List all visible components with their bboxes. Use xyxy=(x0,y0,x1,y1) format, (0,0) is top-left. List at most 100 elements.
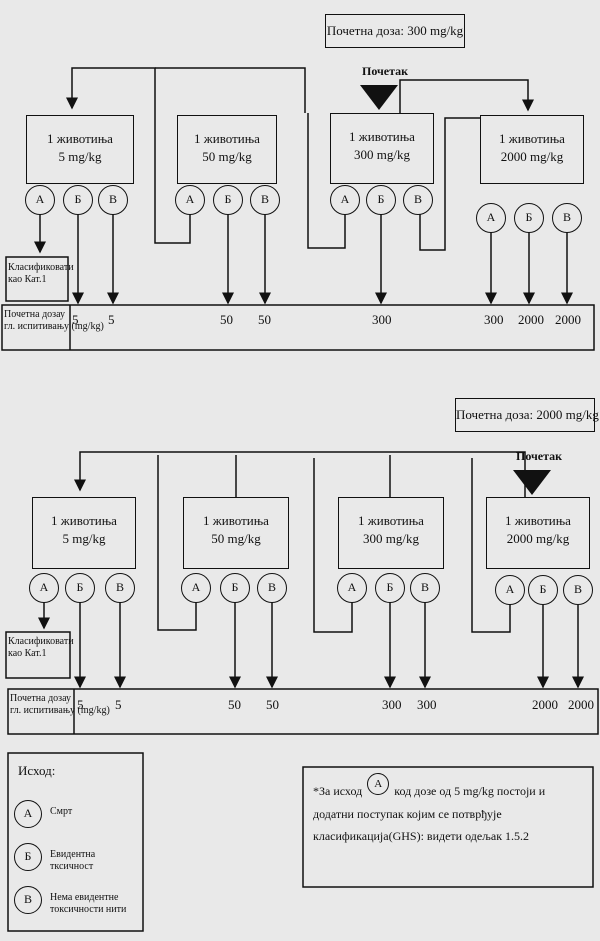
outcome-circle: Б xyxy=(366,185,396,215)
dose-value: 50 xyxy=(258,312,271,327)
animal-dose: 300 mg/kg xyxy=(354,147,410,162)
dose-value: 5 xyxy=(72,312,79,327)
dose-row-label-line: гл. испитивању (mg/kg) xyxy=(4,321,104,332)
top-start-label: Почетак xyxy=(362,64,409,78)
legend-title: Исход: xyxy=(18,763,56,778)
outcome-circle: А xyxy=(476,203,506,233)
outcome-circle: Б xyxy=(375,573,405,603)
note-prefix: *За исход xyxy=(313,784,363,798)
note-box xyxy=(302,766,594,888)
outcome-circle: Б xyxy=(528,575,558,605)
bottom-animal-box-2000: 1 животиња 2000 mg/kg xyxy=(486,497,590,569)
outcome-circle: Б xyxy=(65,573,95,603)
legend-item-text: Смрт xyxy=(50,806,73,817)
outcome-circle: В xyxy=(403,185,433,215)
animal-dose: 300 mg/kg xyxy=(363,531,419,546)
classify-line: као Кат.1 xyxy=(8,648,47,659)
outcome-circle: А xyxy=(181,573,211,603)
outcome-circle: А xyxy=(14,800,42,828)
outcome-circle: В xyxy=(257,573,287,603)
animal-dose: 2000 mg/kg xyxy=(500,149,564,164)
outcome-circle: А xyxy=(337,573,367,603)
outcome-circle: В xyxy=(105,573,135,603)
dose-value: 2000 xyxy=(532,697,558,712)
outcome-circle: А xyxy=(29,573,59,603)
note-outcome-circle: А xyxy=(367,773,390,796)
dose-value: 50 xyxy=(266,697,279,712)
top-classify-box xyxy=(5,256,69,302)
top-dose-row-label: Почетна дозау гл. испитивању (mg/kg) xyxy=(4,309,104,333)
bottom-animal-box-300: 1 животиња 300 mg/kg xyxy=(338,497,444,569)
animal-dose: 5 mg/kg xyxy=(58,149,102,164)
dose-value: 300 xyxy=(382,697,402,712)
top-animal-box-5: 1 животиња 5 mg/kg xyxy=(26,115,134,184)
dose-value: 300 xyxy=(484,312,504,327)
dose-row-label-line: гл. испитивању (mg/kg) xyxy=(10,705,110,716)
bottom-dose-row-box xyxy=(7,688,599,735)
dose-value: 50 xyxy=(220,312,233,327)
dose-value: 5 xyxy=(108,312,115,327)
outcome-circle: В xyxy=(410,573,440,603)
animal-label: 1 животиња xyxy=(358,513,424,528)
outcome-circle: Б xyxy=(220,573,250,603)
dose-value: 300 xyxy=(372,312,392,327)
top-start-dose-box: Почетна доза: 300 mg/kg xyxy=(325,14,465,48)
legend-item-text: Евидентна тксичност xyxy=(50,849,96,872)
outcome-circle: В xyxy=(250,185,280,215)
animal-label: 1 животиња xyxy=(203,513,269,528)
bottom-dose-row-label: Почетна дозау гл. испитивању (mg/kg) xyxy=(10,693,110,717)
outcome-circle: А xyxy=(175,185,205,215)
outcome-circle: В xyxy=(552,203,582,233)
bottom-start-dose-box: Почетна доза: 2000 mg/kg xyxy=(455,398,599,432)
dose-value: 2000 xyxy=(568,697,594,712)
animal-label: 1 животиња xyxy=(505,513,571,528)
animal-label: 1 животиња xyxy=(47,131,113,146)
outcome-circle: В xyxy=(14,886,42,914)
dose-row-label-line: Почетна дозау xyxy=(10,693,72,704)
outcome-circle: В xyxy=(98,185,128,215)
animal-dose: 2000 mg/kg xyxy=(506,531,570,546)
outcome-circle: А xyxy=(330,185,360,215)
outcome-circle: Б xyxy=(14,843,42,871)
animal-dose: 50 mg/kg xyxy=(202,149,252,164)
bottom-start-triangle xyxy=(513,470,551,495)
note-text: *За исход А код дозе од 5 mg/kg постоји … xyxy=(313,773,585,847)
bottom-start-label: Почетак xyxy=(516,449,563,463)
outcome-circle: Б xyxy=(213,185,243,215)
classify-line: Класификовати xyxy=(8,636,74,647)
dose-value: 2000 xyxy=(518,312,544,327)
animal-label: 1 животиња xyxy=(349,129,415,144)
legend-box xyxy=(7,752,144,932)
dose-value: 5 xyxy=(115,697,122,712)
outcome-circle: А xyxy=(495,575,525,605)
outcome-circle: Б xyxy=(63,185,93,215)
classify-line: Класификовати xyxy=(8,262,74,273)
dose-value: 5 xyxy=(77,697,84,712)
outcome-circle: Б xyxy=(514,203,544,233)
animal-dose: 5 mg/kg xyxy=(62,531,106,546)
outcome-circle: В xyxy=(563,575,593,605)
legend-item-text: Нема евидентне токсичности нити xyxy=(50,892,127,915)
animal-label: 1 животиња xyxy=(499,131,565,146)
top-animal-box-2000: 1 животиња 2000 mg/kg xyxy=(480,115,584,184)
note-body: код дозе од 5 mg/kg постоји и додатни по… xyxy=(313,784,546,844)
animal-label: 1 животиња xyxy=(51,513,117,528)
top-dose-row-box xyxy=(1,304,595,351)
bottom-classify-text: Класификовати као Кат.1 xyxy=(8,636,74,660)
bottom-classify-box xyxy=(5,631,71,679)
top-animal-box-300: 1 животиња 300 mg/kg xyxy=(330,113,434,184)
top-animal-box-50: 1 животиња 50 mg/kg xyxy=(177,115,277,184)
top-classify-text: Класификовати као Кат.1 xyxy=(8,262,74,286)
bottom-animal-box-50: 1 животиња 50 mg/kg xyxy=(183,497,289,569)
classify-line: као Кат.1 xyxy=(8,274,47,285)
dose-row-label-line: Почетна дозау xyxy=(4,309,66,320)
dose-value: 50 xyxy=(228,697,241,712)
animal-label: 1 животиња xyxy=(194,131,260,146)
top-start-triangle xyxy=(360,85,398,110)
outcome-circle: А xyxy=(25,185,55,215)
dose-value: 2000 xyxy=(555,312,581,327)
dose-value: 300 xyxy=(417,697,437,712)
bottom-animal-box-5: 1 животиња 5 mg/kg xyxy=(32,497,136,569)
